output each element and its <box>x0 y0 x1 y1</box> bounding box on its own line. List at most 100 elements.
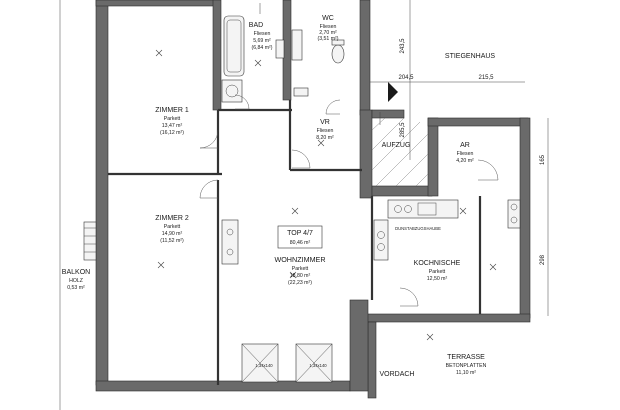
kitchen-counter <box>387 199 459 219</box>
door-terrace <box>399 287 419 307</box>
toilet <box>331 44 345 64</box>
hatch-6 <box>415 173 429 187</box>
washing-machine-drum <box>225 84 239 98</box>
wc-name: WC <box>322 15 334 22</box>
zimmer2-area: 14,90 m² <box>162 231 183 237</box>
zimmer2-name: ZIMMER 2 <box>155 215 189 222</box>
light-mark-8 <box>317 139 325 147</box>
ar-floor: Fliesen <box>457 151 474 157</box>
light-mark-1 <box>155 49 163 57</box>
light-mark-9 <box>459 207 467 215</box>
wall-corner <box>349 299 369 392</box>
dim-label-2: 215,5 <box>478 75 494 81</box>
wohnzimmer-area: 18,80 m² <box>290 273 311 279</box>
light-mark-6 <box>489 263 497 271</box>
vr-floor: Fliesen <box>317 128 334 134</box>
kochnische-floor: Parkett <box>429 269 446 275</box>
hob-2 <box>404 205 412 213</box>
zimmer1-area: 13,47 m² <box>162 123 183 129</box>
aufzug-name: AUFZUG <box>382 142 411 149</box>
doors <box>199 94 499 307</box>
dim-label-4: 285,5 <box>400 122 406 138</box>
light-mark-4 <box>291 207 299 215</box>
roof-window-1-size: 1,34x140 <box>255 363 273 368</box>
balkon-floor: HOLZ <box>69 278 83 284</box>
stiegenhaus-name: STIEGENHAUS <box>445 53 496 60</box>
wohnzimmer-name: WOHNZIMMER <box>274 255 325 264</box>
vr-area: 8,20 m² <box>316 135 334 141</box>
bad-area2: (6,84 m²) <box>251 45 272 51</box>
wall-bottom <box>95 380 351 392</box>
hob-3 <box>377 231 385 239</box>
toilet-tank <box>331 39 345 46</box>
light-mark-2 <box>157 261 165 269</box>
kochnische-name: KOCHNISCHE <box>414 260 461 267</box>
hob-5 <box>510 203 518 211</box>
wc-area2: (3,51 m²) <box>317 36 338 42</box>
zimmer2-floor: Parkett <box>164 224 181 230</box>
light-mark-7 <box>426 333 434 341</box>
door-ar <box>477 159 499 181</box>
wall-elevator-left <box>359 109 373 199</box>
zimmer1-name: ZIMMER 1 <box>155 107 189 114</box>
exterior-walls <box>95 0 531 399</box>
wohnzimmer-area2: (22,23 m²) <box>288 280 312 286</box>
balkon-name: BALKON <box>62 269 90 276</box>
vordach-name: VORDACH <box>379 371 414 378</box>
light-mark-3 <box>254 59 262 67</box>
dim-label-6: 165 <box>540 154 546 165</box>
dimension-labels: 204,5 215,5 243,5 285,5 298 165 DUNSTABZ… <box>255 38 546 368</box>
door-vr <box>291 149 311 169</box>
unit-box <box>277 225 323 249</box>
wohnzimmer-floor: Parkett <box>292 266 309 272</box>
dim-label-1: 204,5 <box>398 75 414 81</box>
wall-elevator-right <box>427 117 439 197</box>
bad-floor: Fliesen <box>254 31 271 37</box>
hob-4 <box>377 243 385 251</box>
wall-right <box>519 117 531 319</box>
wall-terrace-left <box>367 321 377 399</box>
terrasse-area: 11,10 m² <box>456 370 476 376</box>
kitchen-side-counter <box>373 219 389 261</box>
vr-name: VR <box>320 119 330 126</box>
balkon-area: 0,53 m² <box>67 285 85 291</box>
interior-walls <box>108 100 482 385</box>
zimmer1-floor: Parkett <box>164 116 181 122</box>
room-labels: BAD Fliesen 5,69 m² (6,84 m²) WC Fliesen… <box>62 15 496 378</box>
wall-left <box>95 0 109 386</box>
unit-name: TOP 4/7 <box>287 230 313 237</box>
living-knob-1 <box>226 228 234 236</box>
ar-name: AR <box>460 142 470 149</box>
kochnische-area: 12,50 m² <box>427 276 448 282</box>
hatch-3 <box>371 121 421 171</box>
hatch-4 <box>375 133 429 187</box>
bath-sink <box>275 39 285 59</box>
terrasse-floor: BETONPLATTEN <box>446 363 487 369</box>
wall-bath-right <box>359 0 371 116</box>
door-zimmer2 <box>199 179 219 199</box>
living-knob-2 <box>226 248 234 256</box>
dimension-lines <box>59 0 549 410</box>
zimmer1-area2: (16,12 m²) <box>160 130 184 136</box>
hood-note: DUNSTABZUGSHAUBE <box>395 226 441 231</box>
kitchen-sink <box>417 202 437 216</box>
roof-window-2-x2 <box>295 343 333 383</box>
door-zimmer1 <box>199 129 219 149</box>
wc-area: 2,70 m² <box>319 30 337 36</box>
wall-bath-left <box>212 0 222 111</box>
hatch-2 <box>371 117 405 151</box>
roof-window-2-size: 1,34x140 <box>309 363 327 368</box>
hob-6 <box>510 216 518 224</box>
wc-cabinet <box>291 29 303 61</box>
fixtures <box>221 15 521 383</box>
hatch-5 <box>395 153 429 187</box>
bad-name: BAD <box>249 22 263 29</box>
dim-label-3: 243,5 <box>400 38 406 54</box>
wall-top-left <box>95 0 217 7</box>
wall-elevator-bottom <box>371 185 433 197</box>
ar-area: 4,20 m² <box>456 158 474 164</box>
bad-area: 5,69 m² <box>253 38 271 44</box>
stair-arrow-icon <box>388 82 398 102</box>
wall-ar-top <box>427 117 529 127</box>
